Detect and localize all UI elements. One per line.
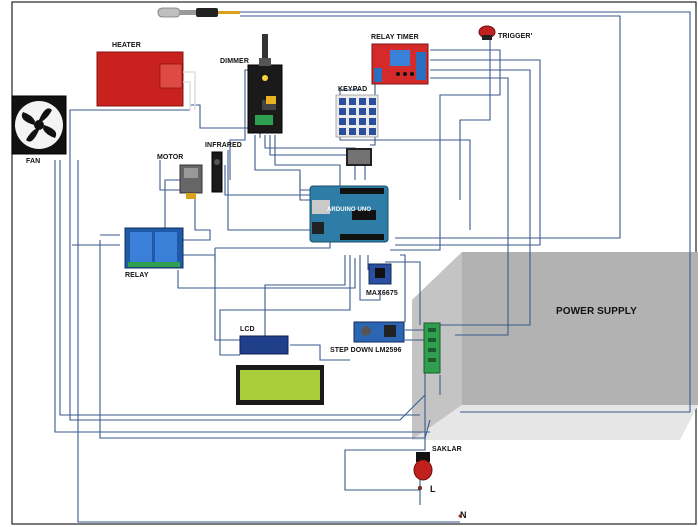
power-supply — [412, 252, 698, 440]
power-supply-label: POWER SUPPLY — [556, 306, 637, 317]
motor — [179, 164, 203, 199]
dimmer-label: DIMMER — [220, 58, 249, 65]
lcd-display — [236, 335, 324, 405]
wiring — [54, 11, 691, 523]
keypad — [335, 94, 379, 166]
keypad-label: KEYPAD — [338, 86, 368, 93]
line-n-terminal — [458, 514, 462, 518]
heater — [96, 51, 196, 110]
arduino-uno — [309, 185, 389, 243]
max6675-label: MAX6675 — [366, 290, 398, 297]
relay-label: RELAY — [125, 272, 149, 279]
trigger-button — [478, 25, 496, 40]
temperature-probe — [157, 7, 240, 18]
terminal-block — [423, 322, 441, 374]
infrared-sensor — [211, 151, 223, 193]
fan — [11, 95, 67, 155]
motor-label: MOTOR — [157, 154, 184, 161]
line-l-label: L — [430, 484, 436, 494]
infrared-label: INFRARED — [205, 142, 242, 149]
line-l-terminal — [418, 486, 422, 490]
line-n-label: N — [460, 510, 467, 520]
relay-module — [124, 227, 184, 269]
heater-label: HEATER — [112, 42, 141, 49]
saklar-label: SAKLAR — [432, 446, 462, 453]
max6675 — [368, 263, 392, 285]
lcd-label: LCD — [240, 326, 255, 333]
step-down-label: STEP DOWN LM2596 — [330, 347, 402, 354]
step-down-lm2596 — [353, 321, 405, 343]
fan-label: FAN — [26, 158, 41, 165]
trigger-label: TRIGGER' — [498, 33, 533, 40]
relay-timer — [371, 43, 429, 85]
arduino-label: ARDUINO UNO — [327, 207, 372, 213]
relay-timer-label: RELAY TIMER — [371, 34, 419, 41]
dimmer — [247, 34, 283, 134]
